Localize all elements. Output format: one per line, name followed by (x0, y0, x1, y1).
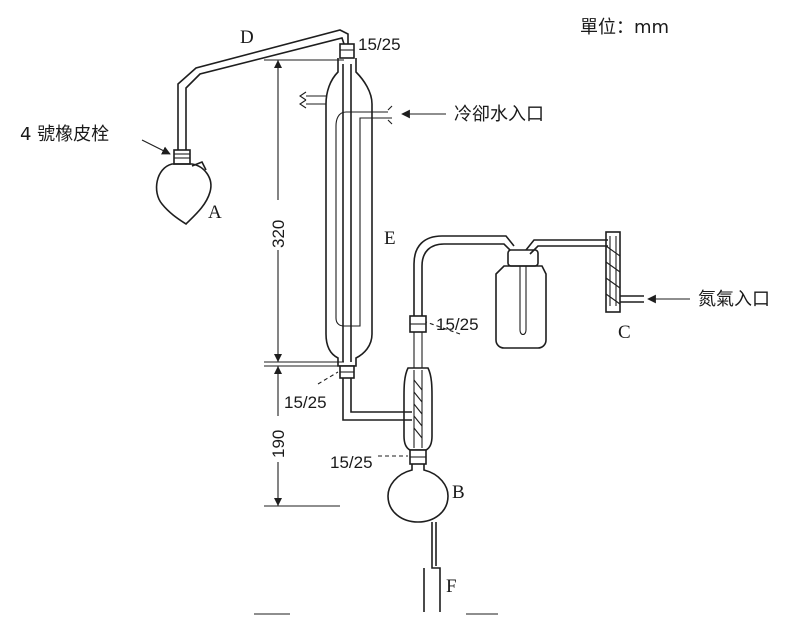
condenser-bottom-joint-label: 15/25 (284, 393, 327, 412)
label-d: D (240, 27, 254, 48)
condenser-bottom-joint (339, 365, 355, 379)
drying-tube-c (605, 231, 644, 313)
dimension-lines (264, 59, 344, 507)
condenser-e (299, 58, 393, 367)
lower-joint-label: 15/25 (330, 453, 373, 472)
label-c: C (618, 322, 631, 343)
label-b: B (452, 482, 465, 503)
gas-line (413, 235, 608, 316)
dimension-320: 320 (269, 220, 288, 248)
flask-a (155, 149, 212, 226)
nitrogen-label: 氮氣入口 (698, 289, 770, 310)
label-f: F (446, 576, 457, 597)
stopper-arrow (141, 139, 171, 155)
upper-right-joint-label: 15/25 (436, 315, 479, 334)
probe-f (423, 522, 441, 612)
stopper-label: 4 號橡皮栓 (20, 124, 109, 145)
dimension-190: 190 (269, 430, 288, 458)
top-joint (339, 43, 355, 59)
return-tube (342, 378, 412, 421)
label-e: E (384, 228, 396, 249)
lower-joint (409, 449, 427, 465)
flask-b (387, 464, 449, 523)
delivery-tube-d (177, 29, 349, 158)
wash-bottle (495, 249, 547, 349)
unit-label: 單位：mm (580, 17, 669, 38)
column (403, 315, 433, 451)
cooling-water-label: 冷卻水入口 (454, 104, 544, 125)
label-a: A (208, 202, 222, 223)
top-joint-label: 15/25 (358, 35, 401, 54)
